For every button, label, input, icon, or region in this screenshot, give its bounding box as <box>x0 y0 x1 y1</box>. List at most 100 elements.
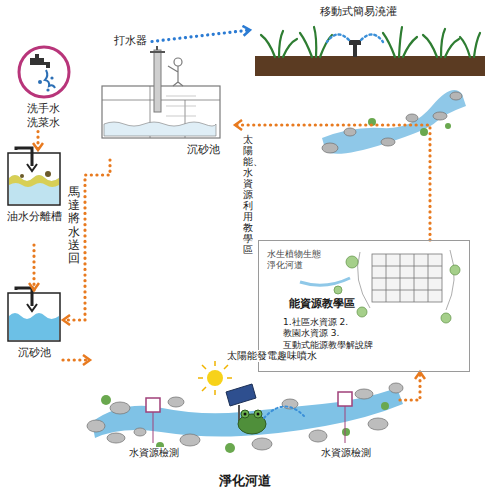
settling-tank-sketch <box>102 46 220 138</box>
node-text: 水生植物生態淨化河道 <box>267 249 324 272</box>
stream <box>420 128 428 136</box>
diagram-node: 沉砂池 <box>95 50 235 160</box>
purification-channel <box>198 361 232 395</box>
settling-tank-sketch <box>104 122 216 136</box>
teaching-area-sketch <box>334 256 460 323</box>
settling-tank <box>27 304 37 311</box>
settling-tank <box>8 293 60 341</box>
tap-icon <box>46 88 49 91</box>
stream <box>322 143 338 153</box>
node-text: 沉砂池 <box>18 346 51 360</box>
stream <box>433 112 447 120</box>
irrigation-plot <box>255 56 485 76</box>
flow-arrow <box>152 30 250 42</box>
teaching-area-sketch <box>450 265 460 275</box>
flow-arrow <box>32 245 35 290</box>
diagram-node: 沉砂池 <box>5 290 63 375</box>
settling-tank-sketch <box>154 50 161 112</box>
stream <box>406 114 418 122</box>
irrigation-plot <box>353 44 357 57</box>
teaching-area-sketch <box>300 250 460 323</box>
flow-arrow <box>36 132 39 151</box>
tap-icon <box>19 47 69 97</box>
stream <box>344 128 356 136</box>
purification-channel <box>87 420 105 432</box>
edge-label: 馬達將水送回 <box>67 186 81 265</box>
teaching-area-sketch <box>372 254 442 302</box>
purification-channel <box>207 370 223 386</box>
purification-channel <box>226 384 256 406</box>
node-text: 淨化河道 <box>219 473 271 489</box>
settling-tank-sketch <box>150 46 165 52</box>
irrigation-plot <box>261 27 480 57</box>
separator-tank <box>9 175 59 187</box>
tap-icon <box>38 80 42 84</box>
diagram-node: 洗手水 洗菜水 <box>14 45 74 132</box>
stream <box>368 118 451 136</box>
tap-icon <box>50 76 53 79</box>
teaching-area-sketch <box>441 313 451 323</box>
stream <box>322 92 462 153</box>
purification-channel <box>107 433 125 443</box>
separator-tank <box>27 164 37 171</box>
irrigation-plot <box>361 34 383 42</box>
purification-channel <box>168 397 184 407</box>
irrigation-plot <box>327 34 349 42</box>
purification-channel <box>110 402 130 414</box>
purification-channel <box>153 406 345 443</box>
purification-channel <box>146 398 160 412</box>
teaching-area-sketch <box>346 256 358 268</box>
flow-arrow <box>63 358 90 361</box>
settling-tank-sketch <box>168 66 183 86</box>
purification-channel <box>87 383 403 450</box>
irrigation-plot <box>383 27 417 57</box>
purification-channel <box>134 428 146 436</box>
purification-channel <box>180 434 200 446</box>
stream <box>322 90 466 154</box>
irrigation-plot <box>327 34 383 42</box>
purification-channel <box>252 438 272 450</box>
separator-tank <box>45 171 51 177</box>
irrigation-plot <box>349 40 361 45</box>
node-text: 洗手水 洗菜水 <box>26 102 62 130</box>
irrigation-plot <box>261 31 297 57</box>
teaching-area-sketch <box>334 286 342 294</box>
diagram-node: 油水分離槽 <box>5 150 65 245</box>
purification-channel <box>355 389 373 399</box>
annotation-label: 水資源檢測 <box>320 447 372 459</box>
tap-icon <box>35 54 39 58</box>
purification-channel <box>254 410 262 418</box>
settling-tank <box>8 288 60 341</box>
separator-tank <box>8 148 60 205</box>
stream <box>322 90 466 154</box>
stream <box>445 123 451 129</box>
irrigation-plot <box>460 33 480 57</box>
purification-channel <box>244 413 247 416</box>
purification-channel <box>87 361 403 453</box>
purification-channel <box>338 392 352 406</box>
node-text: 移動式簡易澆灌 <box>320 5 397 19</box>
purification-channel <box>368 418 388 430</box>
purification-channel <box>264 406 304 418</box>
annotation-label: 太陽能發電趣味噴水 <box>226 350 318 362</box>
diagram-node: 打水器 <box>112 33 152 50</box>
flow-arrow <box>400 372 420 400</box>
separator-tank <box>9 175 59 204</box>
teaching-area-sketch <box>300 278 350 285</box>
tap-icon <box>45 70 55 88</box>
purification-channel <box>241 410 249 418</box>
flow-arrow <box>235 125 430 240</box>
annotation-label: 水資源檢測 <box>128 447 180 459</box>
teaching-area-sketch <box>372 254 442 302</box>
node-text: 沉砂池 <box>187 143 220 157</box>
purification-channel <box>381 402 389 410</box>
settling-tank-sketch <box>166 96 196 116</box>
settling-tank <box>9 313 59 340</box>
tap-icon <box>19 47 69 97</box>
purification-channel <box>198 361 232 395</box>
node-text: 1.社區水資源 2.教園水資源 3.互動式能源教學解說牌 <box>283 317 373 351</box>
separator-tank <box>16 148 32 166</box>
separator-tank <box>8 153 60 205</box>
purification-channel <box>342 428 350 436</box>
purification-channel <box>257 413 260 416</box>
